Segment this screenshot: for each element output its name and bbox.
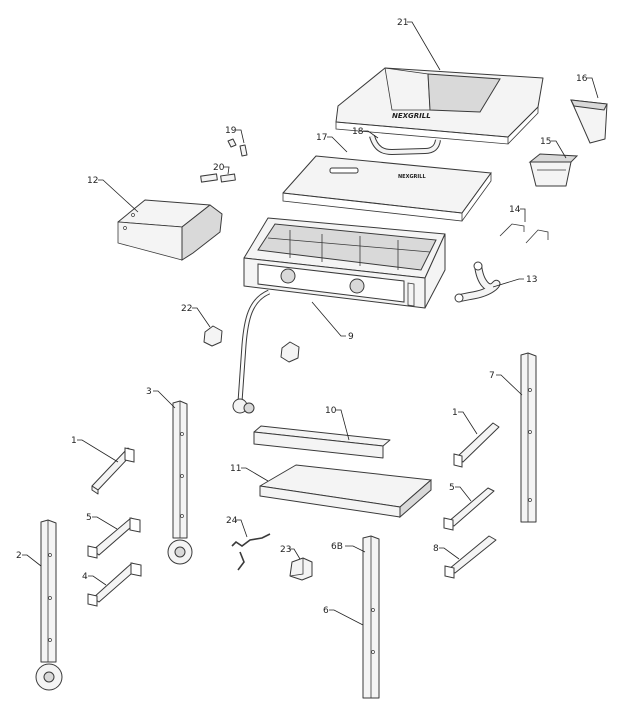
part-18-handle (369, 135, 441, 156)
callout-5-right: 5 (449, 483, 455, 493)
part-22-knobs (203, 325, 300, 363)
callout-8: 8 (433, 544, 439, 554)
callout-1-right: 1 (452, 408, 458, 418)
callout-19: 19 (225, 126, 237, 136)
part-8-brace-right (444, 535, 497, 579)
callout-15: 15 (540, 137, 551, 147)
part-4-brace-left (87, 562, 142, 607)
part-6-leg (362, 535, 380, 699)
callout-14: 14 (509, 205, 521, 215)
part-14-brackets (499, 223, 549, 244)
callout-10: 10 (325, 406, 337, 416)
part-2-leg-left-with-wheel (35, 519, 63, 691)
part-10-front-brace (253, 425, 391, 459)
callout-2: 2 (16, 551, 22, 561)
callout-4: 4 (82, 572, 88, 582)
callout-18: 18 (352, 127, 364, 137)
callout-17: 17 (316, 133, 327, 143)
part-9-firebox (243, 217, 446, 309)
part-11-bottom-shelf (259, 464, 432, 519)
part-19-hooks (227, 138, 248, 157)
part-3-leg-with-wheel (167, 400, 193, 565)
part-15-grease-cup (528, 153, 579, 187)
leader-lines (22, 21, 599, 626)
callout-22: 22 (181, 304, 192, 314)
callout-6: 6 (323, 606, 329, 616)
callout-9: 9 (348, 332, 354, 342)
part-17-griddle-plate: NEXGRILL (282, 155, 492, 222)
part-24-wire (231, 533, 271, 571)
callout-12: 12 (87, 176, 98, 186)
part-13-side-handle (454, 261, 501, 303)
callout-21: 21 (397, 18, 408, 28)
callout-20: 20 (213, 163, 225, 173)
gas-hose (232, 289, 271, 414)
part-23-bracket (289, 557, 313, 581)
plate-brand-text: NEXGRILL (398, 174, 426, 180)
part-5-brace-right (443, 487, 495, 531)
part-1-brace-right (453, 422, 500, 468)
part-20-pins (200, 173, 236, 183)
callout-5-left: 5 (86, 513, 92, 523)
callout-13: 13 (526, 275, 537, 285)
callout-24: 24 (226, 516, 238, 526)
part-16-side-panel (570, 99, 608, 144)
part-1-brace-left (91, 447, 135, 495)
callout-3: 3 (146, 387, 152, 397)
callout-6b: 6B (331, 542, 343, 552)
part-12-side-shelf (117, 199, 223, 261)
callout-16: 16 (576, 74, 588, 84)
part-21-lid: NEXGRILL (335, 67, 544, 145)
callout-labels: 21 16 19 18 17 15 20 12 14 13 22 9 3 7 1… (16, 18, 588, 616)
part-7-leg-right (520, 352, 537, 523)
callout-23: 23 (280, 545, 291, 555)
part-5-brace-left (87, 517, 141, 559)
callout-7: 7 (489, 371, 495, 381)
callout-1-left: 1 (71, 436, 77, 446)
callout-11: 11 (230, 464, 241, 474)
lid-brand-text: NEXGRILL (392, 112, 431, 120)
